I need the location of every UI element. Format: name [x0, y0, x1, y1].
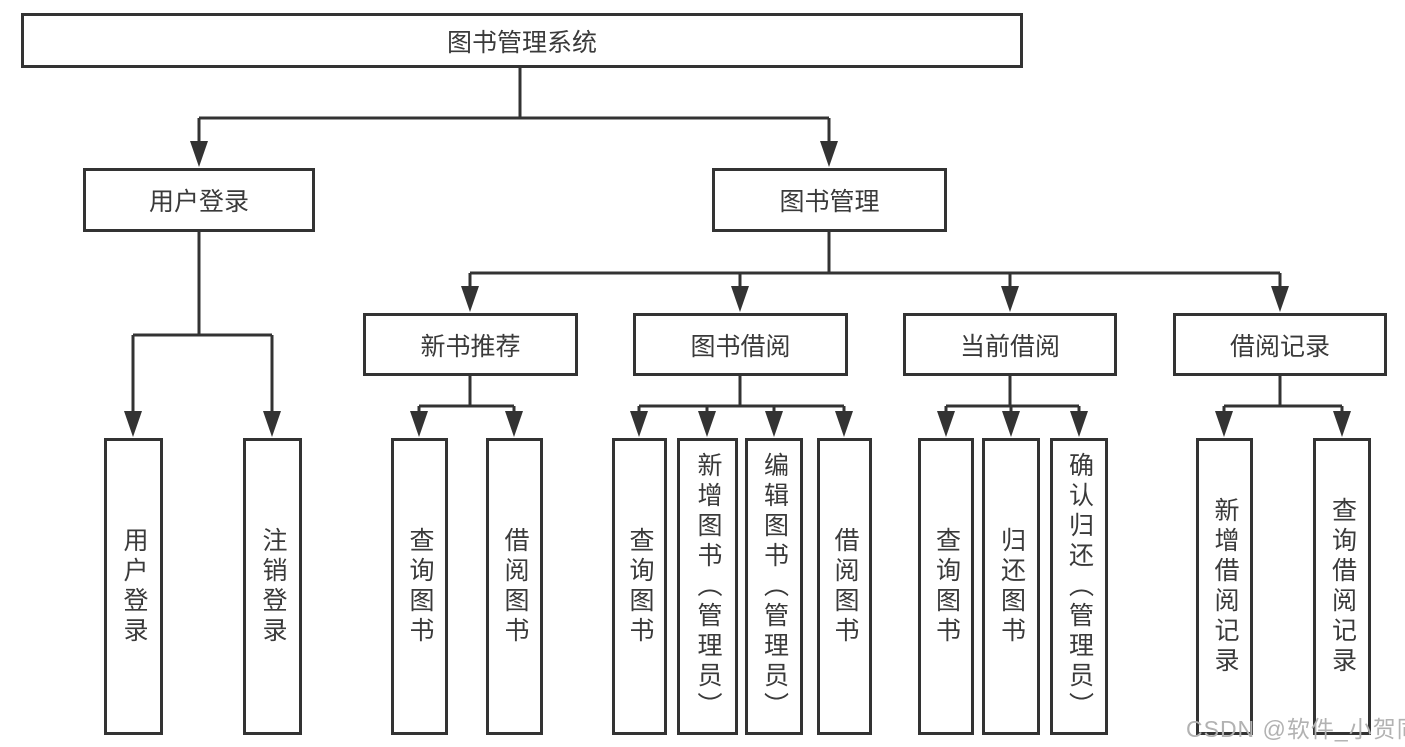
leaf-borrow-book: 借阅图书: [486, 438, 543, 735]
node-borrow-records: 借阅记录: [1173, 313, 1387, 376]
leaf-query-borrow-record: 查询借阅记录: [1313, 438, 1371, 735]
node-book-management: 图书管理: [712, 168, 947, 232]
node-root-system: 图书管理系统: [21, 13, 1023, 68]
leaf-query-book: 查询图书: [918, 438, 974, 735]
leaf-user-login: 用户登录: [104, 438, 163, 735]
leaf-edit-book-admin: 编辑图书（管理员）: [745, 438, 803, 735]
node-current-borrow: 当前借阅: [903, 313, 1117, 376]
leaf-query-book: 查询图书: [612, 438, 667, 735]
leaf-query-book: 查询图书: [391, 438, 448, 735]
leaf-confirm-return-admin: 确认归还（管理员）: [1050, 438, 1108, 735]
node-book-borrow: 图书借阅: [633, 313, 848, 376]
leaf-borrow-book: 借阅图书: [817, 438, 872, 735]
node-new-book-recommend: 新书推荐: [363, 313, 578, 376]
leaf-return-book: 归还图书: [982, 438, 1040, 735]
leaf-add-borrow-record: 新增借阅记录: [1196, 438, 1253, 735]
leaf-add-book-admin: 新增图书（管理员）: [677, 438, 738, 735]
leaf-logout: 注销登录: [243, 438, 302, 735]
csdn-watermark: CSDN @软件_小贺同学: [1186, 716, 1405, 742]
node-user-login: 用户登录: [83, 168, 315, 232]
